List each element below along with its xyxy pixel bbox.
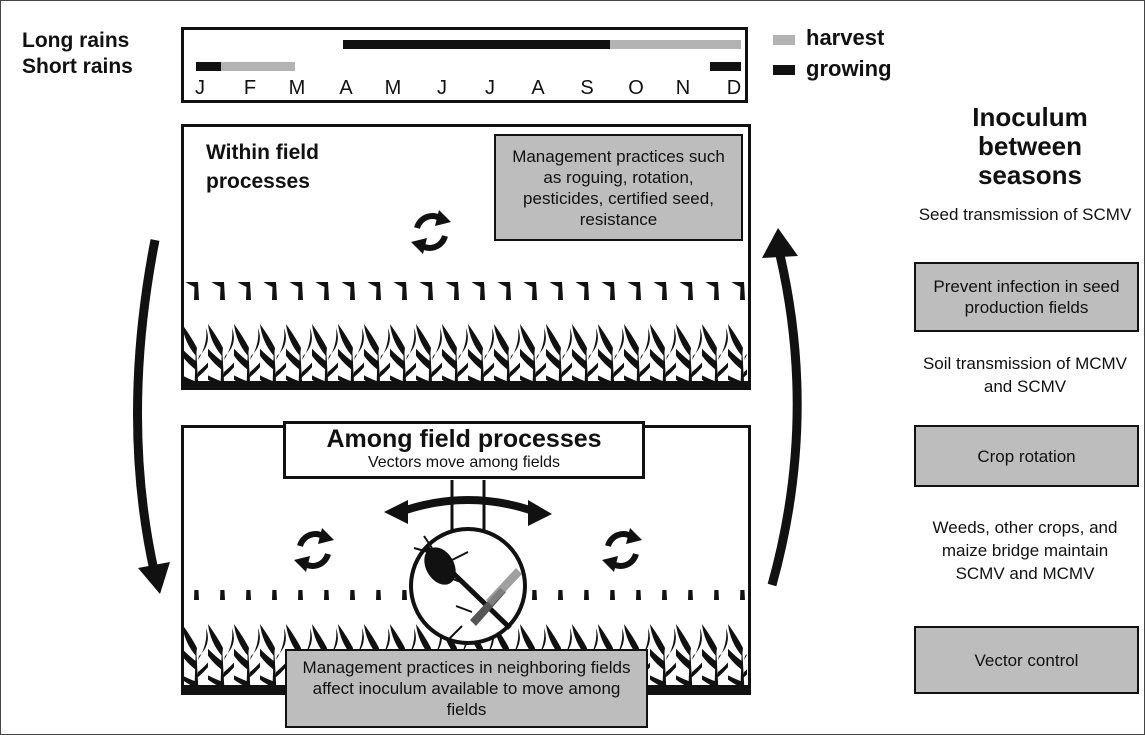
inoculum-item-text: Soil transmission of MCMV and SCMV xyxy=(922,354,1128,396)
month-label: A xyxy=(339,77,353,99)
inoculum-item-text: Weeds, other crops, and maize bridge mai… xyxy=(932,518,1118,583)
among-field-title: Among field processes xyxy=(326,425,602,453)
season-calendar: J F M A M J J A S O N D xyxy=(181,27,748,103)
short-rains-growing-bar-dec xyxy=(710,62,741,71)
short-rains-harvest-bar xyxy=(221,62,295,71)
within-field-title: Within field processes xyxy=(206,141,319,193)
month-label: F xyxy=(243,77,257,99)
month-label: M xyxy=(288,77,306,99)
within-field-management-box: Management practices such as roguing, ro… xyxy=(494,134,743,241)
legend-growing-label: growing xyxy=(806,56,892,81)
double-arrow xyxy=(398,496,538,516)
among-field-management-box: Management practices in neighboring fiel… xyxy=(285,649,648,728)
month-label: J xyxy=(437,77,447,99)
within-field-crops xyxy=(184,282,747,382)
inoculum-heading: Inoculum between seasons xyxy=(972,102,1088,190)
month-label: J xyxy=(195,77,205,99)
month-label: D xyxy=(726,77,742,99)
among-field-subtitle: Vectors move among fields xyxy=(367,454,561,471)
short-rains-growing-bar-jan xyxy=(196,62,221,71)
double-arrow-head-right xyxy=(528,500,552,526)
inoculum-item-box: Prevent infection in seed production fie… xyxy=(914,262,1139,332)
legend-harvest-label: harvest xyxy=(806,25,885,50)
among-field-title-box: Among field processes Vectors move among… xyxy=(283,421,645,479)
long-rains-growing-bar xyxy=(343,40,610,49)
short-rains-label: Short rains xyxy=(22,55,133,78)
month-label: S xyxy=(580,77,594,99)
month-label: J xyxy=(485,77,495,99)
right-arrow-head xyxy=(762,228,798,258)
double-arrow-head-left xyxy=(384,500,408,524)
legend-harvest-swatch xyxy=(773,35,795,45)
month-label: N xyxy=(675,77,691,99)
within-field-panel xyxy=(181,124,751,390)
right-curved-arrow xyxy=(767,253,802,587)
within-field-ground xyxy=(181,381,751,390)
legend-growing-swatch xyxy=(773,65,795,75)
inoculum-item-box: Vector control xyxy=(914,626,1139,694)
long-rains-label: Long rains xyxy=(22,29,130,52)
inoculum-item-box: Crop rotation xyxy=(914,425,1139,487)
month-label: A xyxy=(531,77,545,99)
inoculum-item-text: Seed transmission of SCMV xyxy=(918,205,1132,224)
left-curved-arrow xyxy=(133,239,160,576)
month-label: M xyxy=(384,77,402,99)
month-label: O xyxy=(628,77,644,99)
left-arrow-head xyxy=(138,562,170,594)
long-rains-harvest-bar xyxy=(610,40,741,49)
aphid xyxy=(424,547,456,585)
